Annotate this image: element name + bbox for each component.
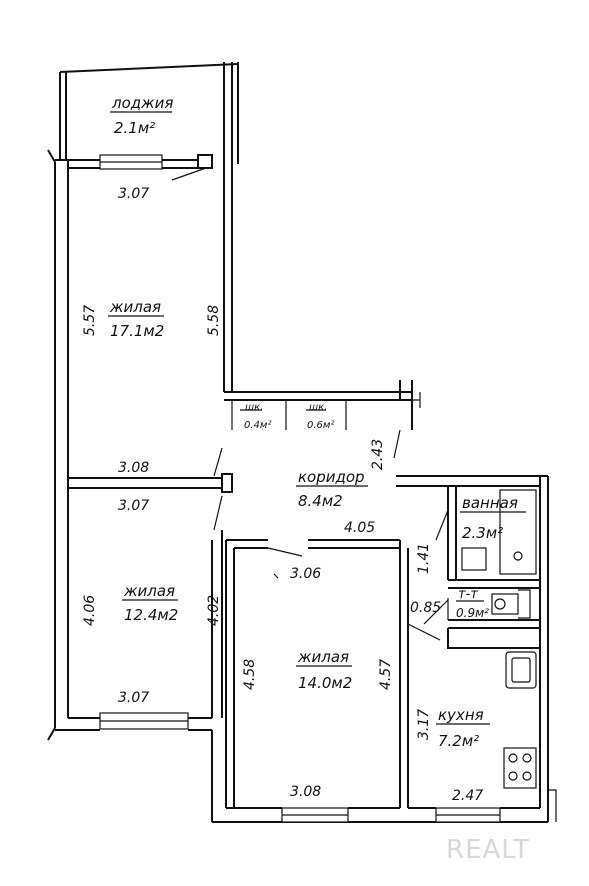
stove — [503, 747, 537, 789]
dim-room3-top: 3.06 — [290, 566, 321, 582]
door-room3 — [267, 547, 303, 557]
door-loggia — [171, 167, 207, 181]
dim-toilet-width: 0.85 — [410, 600, 441, 616]
dim-kitchen-width: 2.47 — [452, 788, 483, 804]
dim-room2-right: 4.02 — [206, 595, 222, 626]
dim-kitchen-height: 3.17 — [416, 709, 432, 740]
toilet-bowl — [491, 593, 519, 615]
dim-room3-right: 4.57 — [378, 659, 394, 690]
room-labels: лоджия 2.1м² жилая 17.1м2 шк. 0.4м² шк. … — [108, 94, 526, 750]
door-bath — [435, 509, 449, 541]
dim-bath-height: 1.41 — [416, 543, 432, 574]
room3-name: жилая — [297, 648, 349, 666]
loggia-name: лоджия — [111, 94, 173, 112]
watermark: REALT — [446, 835, 530, 865]
loggia-area: 2.1м² — [114, 119, 155, 137]
dim-room1-left: 5.57 — [82, 305, 98, 336]
kitchen-name: кухня — [438, 706, 484, 724]
kitchen-area: 7.2м² — [438, 732, 479, 750]
room1-name: жилая — [109, 298, 161, 316]
dimensions: 3.07 5.57 5.58 3.08 2.43 4.05 3.07 4.06 … — [82, 186, 483, 804]
dim-room3-left: 4.58 — [242, 659, 258, 690]
dim-room2-top: 3.07 — [118, 498, 149, 514]
closet1-name: шк. — [245, 402, 263, 413]
dim-room2-left: 4.06 — [82, 595, 98, 626]
walls — [47, 62, 557, 823]
dim-room1-right: 5.58 — [206, 305, 222, 336]
room3-area: 14.0м2 — [298, 674, 352, 692]
dim-corridor-height: 2.43 — [370, 439, 386, 470]
closet1-area: 0.4м² — [244, 420, 271, 431]
fixtures — [240, 409, 537, 789]
room1-area: 17.1м2 — [110, 322, 164, 340]
dim-room2-bottom: 3.07 — [118, 690, 149, 706]
closet2-name: шк. — [309, 402, 327, 413]
room2-name: жилая — [123, 582, 175, 600]
bathroom-name: ванная — [462, 494, 518, 512]
corridor-name: коридор — [298, 468, 365, 486]
dim-corridor-width: 4.05 — [344, 520, 375, 536]
toilet-area: 0.9м² — [456, 606, 489, 620]
kitchen-sink — [505, 651, 537, 689]
doors — [171, 167, 449, 641]
bathtub — [499, 489, 537, 575]
corridor-area: 8.4м2 — [298, 492, 343, 510]
door-corridor-top — [393, 429, 401, 459]
door-room2 — [213, 495, 223, 531]
closet2-area: 0.6м² — [307, 420, 334, 431]
dim-room1-top: 3.07 — [118, 186, 149, 202]
room2-area: 12.4м2 — [124, 606, 178, 624]
dim-room3-bottom: 3.08 — [290, 784, 321, 800]
door-kitchen — [407, 623, 441, 641]
door-room1 — [213, 447, 223, 477]
bathroom-area: 2.3м² — [462, 524, 503, 542]
toilet-name: т-т — [458, 587, 478, 602]
dim-room1-bottom: 3.08 — [118, 460, 149, 476]
door-toilet — [423, 599, 449, 625]
